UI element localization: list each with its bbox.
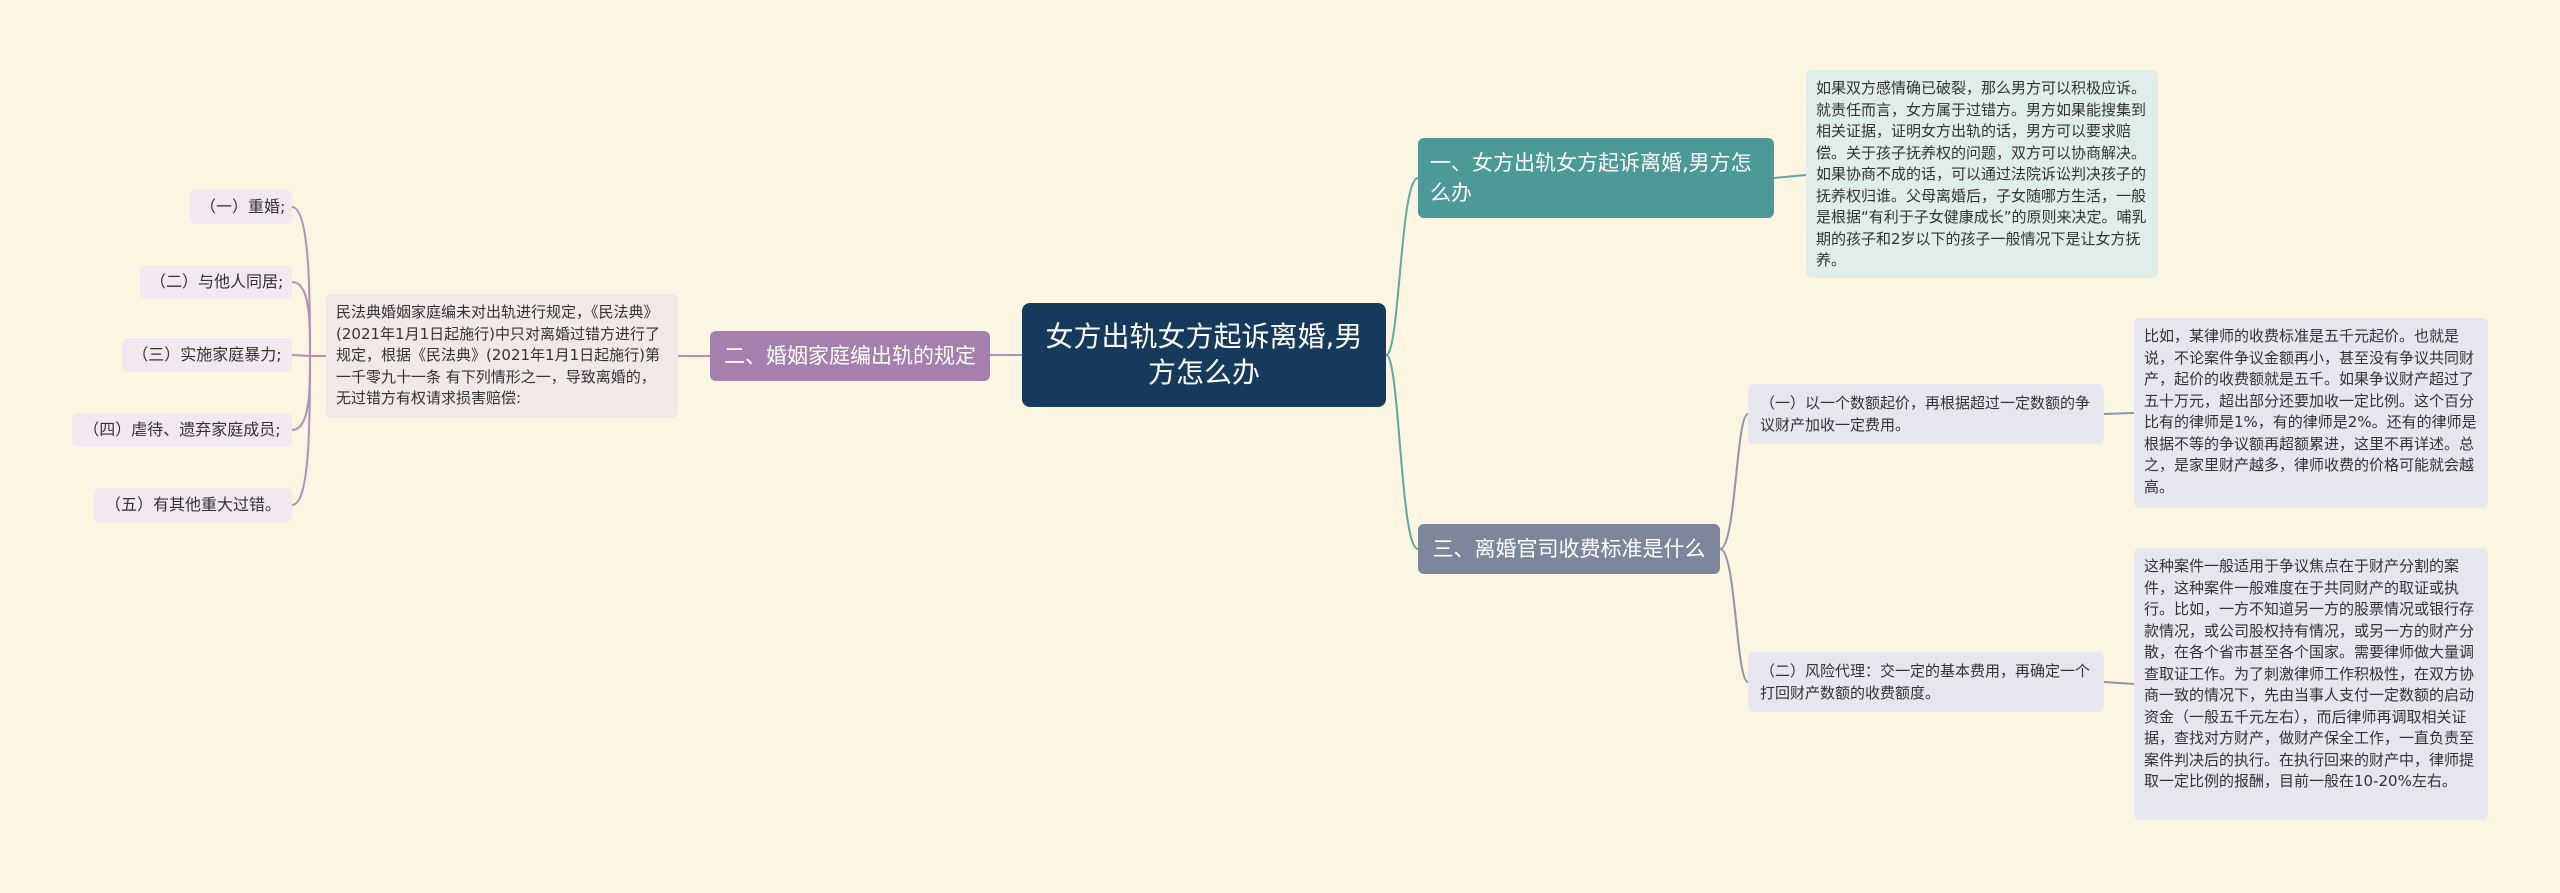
link-root-branch1 (1385, 177, 1419, 356)
branch-2-item-5[interactable]: （五）有其他重大过错。 (94, 488, 292, 522)
link-leaf-5 (291, 355, 311, 506)
link-branch3-sub2 (1719, 548, 1749, 683)
branch-3-topic[interactable]: 三、离婚官司收费标准是什么 (1418, 524, 1720, 574)
link-sub2-note (2103, 681, 2135, 685)
branch-1-note: 如果双方感情确已破裂，那么男方可以积极应诉。就责任而言，女方属于过错方。男方如果… (1806, 70, 2158, 278)
branch-1-topic[interactable]: 一、女方出轨女方起诉离婚,男方怎么办 (1418, 138, 1774, 218)
link-leaf-4 (291, 355, 311, 431)
branch-2-item-2[interactable]: （二）与他人同居; (140, 265, 292, 299)
branch-3-sub-1[interactable]: （一）以一个数额起价，再根据超过一定数额的争议财产加收一定费用。 (1748, 384, 2104, 444)
link-leaf-2 (291, 281, 311, 357)
link-root-branch3 (1385, 354, 1419, 550)
branch-3-sub-2[interactable]: （二）风险代理：交一定的基本费用，再确定一个打回财产数额的收费额度。 (1748, 652, 2104, 712)
link-sub1-note (2103, 412, 2135, 415)
link-branch1-note (1773, 174, 1807, 179)
branch-2-item-3[interactable]: （三）实施家庭暴力; (122, 338, 292, 372)
branch-2-topic[interactable]: 二、婚姻家庭编出轨的规定 (710, 331, 990, 381)
branch-3-sub-1-note: 比如，某律师的收费标准是五千元起价。也就是说，不论案件争议金额再小，甚至没有争议… (2134, 318, 2488, 508)
branch-2-item-4[interactable]: （四）虐待、遗弃家庭成员; (72, 413, 292, 447)
root-topic[interactable]: 女方出轨女方起诉离婚,男方怎么办 (1022, 303, 1386, 407)
link-branch3-sub1 (1719, 413, 1749, 550)
branch-2-item-1[interactable]: （一）重婚; (190, 190, 292, 224)
link-leaf-3 (291, 354, 311, 357)
branch-3-sub-2-note: 这种案件一般适用于争议焦点在于财产分割的案件，这种案件一般难度在于共同财产的取证… (2134, 548, 2488, 820)
branch-2-note: 民法典婚姻家庭编未对出轨进行规定，《民法典》(2021年1月1日起施行)中只对离… (326, 294, 678, 418)
